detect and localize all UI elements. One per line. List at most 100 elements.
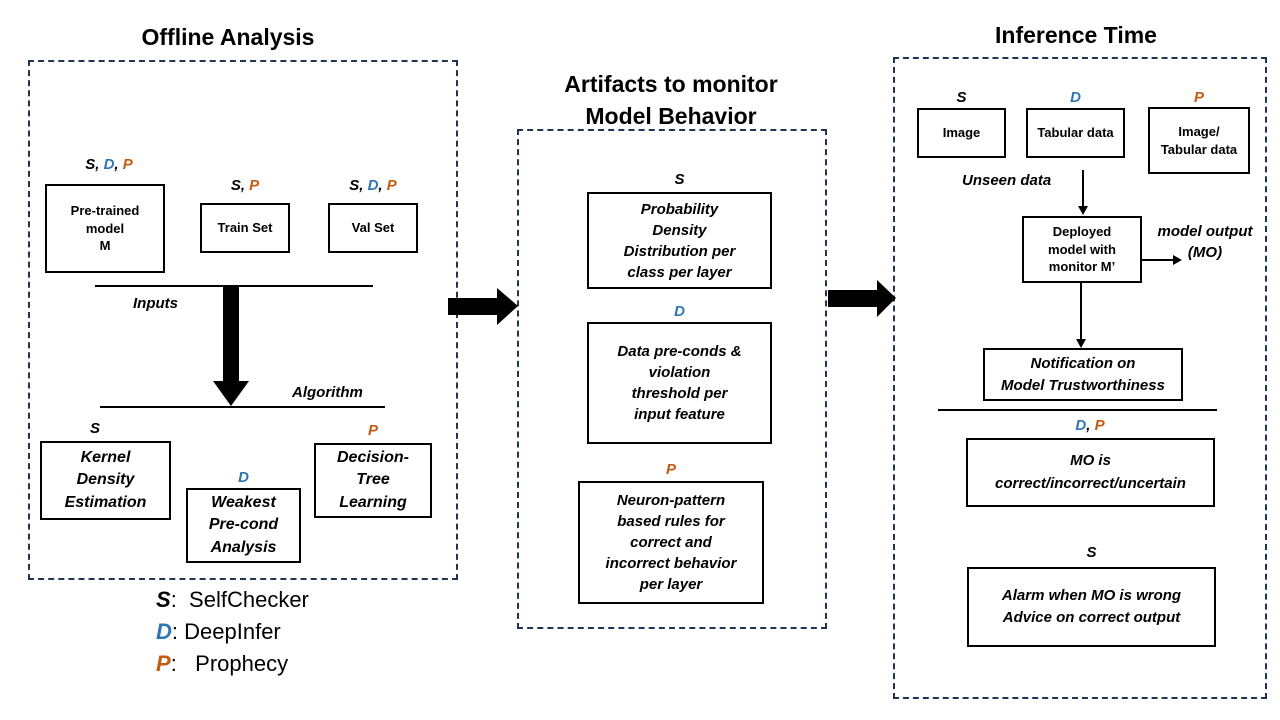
- inference-time-panel: [893, 57, 1267, 699]
- unseen-data-arrowhead: [1078, 206, 1088, 215]
- model-output-arrowhead: [1173, 255, 1182, 265]
- tag-s: S: [85, 156, 96, 173]
- wpa-tag: D: [238, 469, 249, 486]
- tabular-data-box: Tabular data: [1026, 108, 1125, 158]
- decision-tree-learning-box: Decision- Tree Learning: [314, 443, 432, 518]
- tag-d: D: [367, 177, 379, 194]
- pdd-line2: Density: [652, 221, 707, 239]
- mo-is-line1: MO is: [1070, 452, 1111, 469]
- npr-line1: Neuron-pattern: [616, 492, 726, 509]
- dtl-line2: Tree: [356, 471, 390, 489]
- imgtab-line2: Tabular data: [1160, 141, 1238, 157]
- legend-key-s: S: [156, 587, 171, 612]
- neuron-pattern-rules-box: Neuron-pattern based rules for correct a…: [578, 481, 764, 604]
- artifacts-title-line1: Artifacts to monitor: [564, 71, 778, 97]
- offline-analysis-panel: [28, 60, 458, 580]
- artifacts-title: Artifacts to monitor Model Behavior: [540, 68, 802, 132]
- tag-s: S: [349, 177, 360, 194]
- dpc-line2: violation: [648, 364, 711, 381]
- npr-line2: based rules for: [617, 513, 725, 530]
- mo-line2: (MO): [1187, 244, 1223, 261]
- dpc-tag: D: [674, 303, 685, 320]
- pretrained-model-box: Pre-trained model M: [45, 184, 165, 273]
- tabular-tag: D: [1070, 89, 1081, 106]
- tag-separator: ,: [240, 177, 250, 194]
- image-label: Image: [942, 125, 981, 141]
- train-set-box: Train Set: [200, 203, 290, 253]
- pretrained-line2: model: [85, 220, 125, 236]
- legend-key-p: P: [156, 651, 171, 676]
- tag-separator: ,: [1086, 417, 1095, 434]
- tag-separator: ,: [95, 156, 104, 173]
- mo-is-line2: correct/incorrect/uncertain: [995, 474, 1186, 492]
- pdd-tag: S: [674, 171, 685, 188]
- tag-separator: ,: [359, 177, 368, 194]
- kde-tag: S: [89, 420, 100, 437]
- imgtab-line1: Image/: [1178, 123, 1220, 139]
- mo-is-box: MO is correct/incorrect/uncertain: [966, 438, 1215, 507]
- val-set-box: Val Set: [328, 203, 418, 253]
- tag-p: P: [1094, 417, 1105, 434]
- probability-density-box: Probability Density Distribution per cla…: [587, 192, 772, 289]
- pdd-line4: class per layer: [627, 263, 732, 281]
- legend-name-selfchecker: SelfChecker: [189, 587, 309, 612]
- trainset-tags: S, P: [200, 177, 290, 194]
- pretrained-line3: M: [99, 238, 111, 254]
- kde-line3: Estimation: [64, 493, 147, 511]
- dtl-tag: P: [367, 422, 378, 439]
- model-output-label: model output (MO): [1150, 221, 1260, 263]
- notification-line1: Notification on: [1030, 354, 1136, 372]
- dpc-line1: Data pre-conds &: [617, 343, 742, 360]
- train-set-label: Train Set: [217, 220, 273, 236]
- alarm-box: Alarm when MO is wrong Advice on correct…: [967, 567, 1216, 647]
- weakest-precond-analysis-box: Weakest Pre-cond Analysis: [186, 488, 301, 563]
- notification-line2: Model Trustworthiness: [1001, 376, 1165, 394]
- kernel-density-estimation-box: Kernel Density Estimation: [40, 441, 171, 520]
- offline-to-artifacts-arrow-shaft: [448, 298, 498, 315]
- inputs-to-algorithm-arrow-head: [213, 381, 249, 406]
- data-preconds-box: Data pre-conds & violation threshold per…: [587, 322, 772, 444]
- deployed-line2: model with: [1048, 241, 1116, 257]
- wpa-line2: Pre-cond: [208, 516, 279, 534]
- alarm-line2: Advice on correct output: [1002, 609, 1181, 626]
- wpa-line3: Analysis: [210, 538, 277, 556]
- npr-line5: per layer: [639, 576, 703, 593]
- image-tabular-box: Image/ Tabular data: [1148, 107, 1250, 174]
- alarm-tag: S: [1086, 544, 1097, 561]
- legend-name-deepinfer: DeepInfer: [184, 619, 281, 644]
- tag-s: S: [230, 177, 241, 194]
- notification-box: Notification on Model Trustworthiness: [983, 348, 1183, 401]
- dpc-line3: threshold per: [631, 385, 728, 402]
- dtl-line1: Decision-: [336, 448, 409, 466]
- tag-d: D: [1075, 417, 1087, 434]
- image-box: Image: [917, 108, 1006, 158]
- legend-deepinfer: D: DeepInfer: [156, 619, 281, 645]
- dtl-line3: Learning: [339, 493, 407, 511]
- npr-line3: correct and: [630, 534, 712, 551]
- dpc-line4: input feature: [634, 406, 725, 423]
- tag-p: P: [122, 156, 133, 173]
- kde-line1: Kernel: [80, 448, 131, 466]
- tag-separator: ,: [378, 177, 387, 194]
- pretrained-tags: S, D, P: [54, 156, 164, 173]
- legend-sep: :: [171, 619, 179, 644]
- tag-p: P: [386, 177, 397, 194]
- unseen-data-label: Unseen data: [962, 172, 1052, 189]
- inference-time-title: Inference Time: [995, 22, 1157, 48]
- tag-separator: ,: [114, 156, 123, 173]
- pretrained-line1: Pre-trained: [70, 203, 140, 219]
- artifacts-to-inference-arrow-shaft: [828, 290, 878, 307]
- val-set-label: Val Set: [351, 220, 395, 236]
- legend-key-d: D: [156, 619, 172, 644]
- tag-p: P: [249, 177, 260, 194]
- legend-sep: :: [170, 587, 177, 612]
- artifacts-panel: [517, 129, 827, 629]
- offline-to-artifacts-arrow-head: [497, 288, 518, 325]
- wpa-line1: Weakest: [211, 493, 276, 511]
- mo-is-tags: D, P: [966, 417, 1214, 434]
- legend-prophecy: P: Prophecy: [156, 651, 288, 677]
- algorithm-label: Algorithm: [292, 384, 363, 401]
- tabular-label: Tabular data: [1037, 125, 1114, 141]
- kde-line2: Density: [76, 471, 135, 489]
